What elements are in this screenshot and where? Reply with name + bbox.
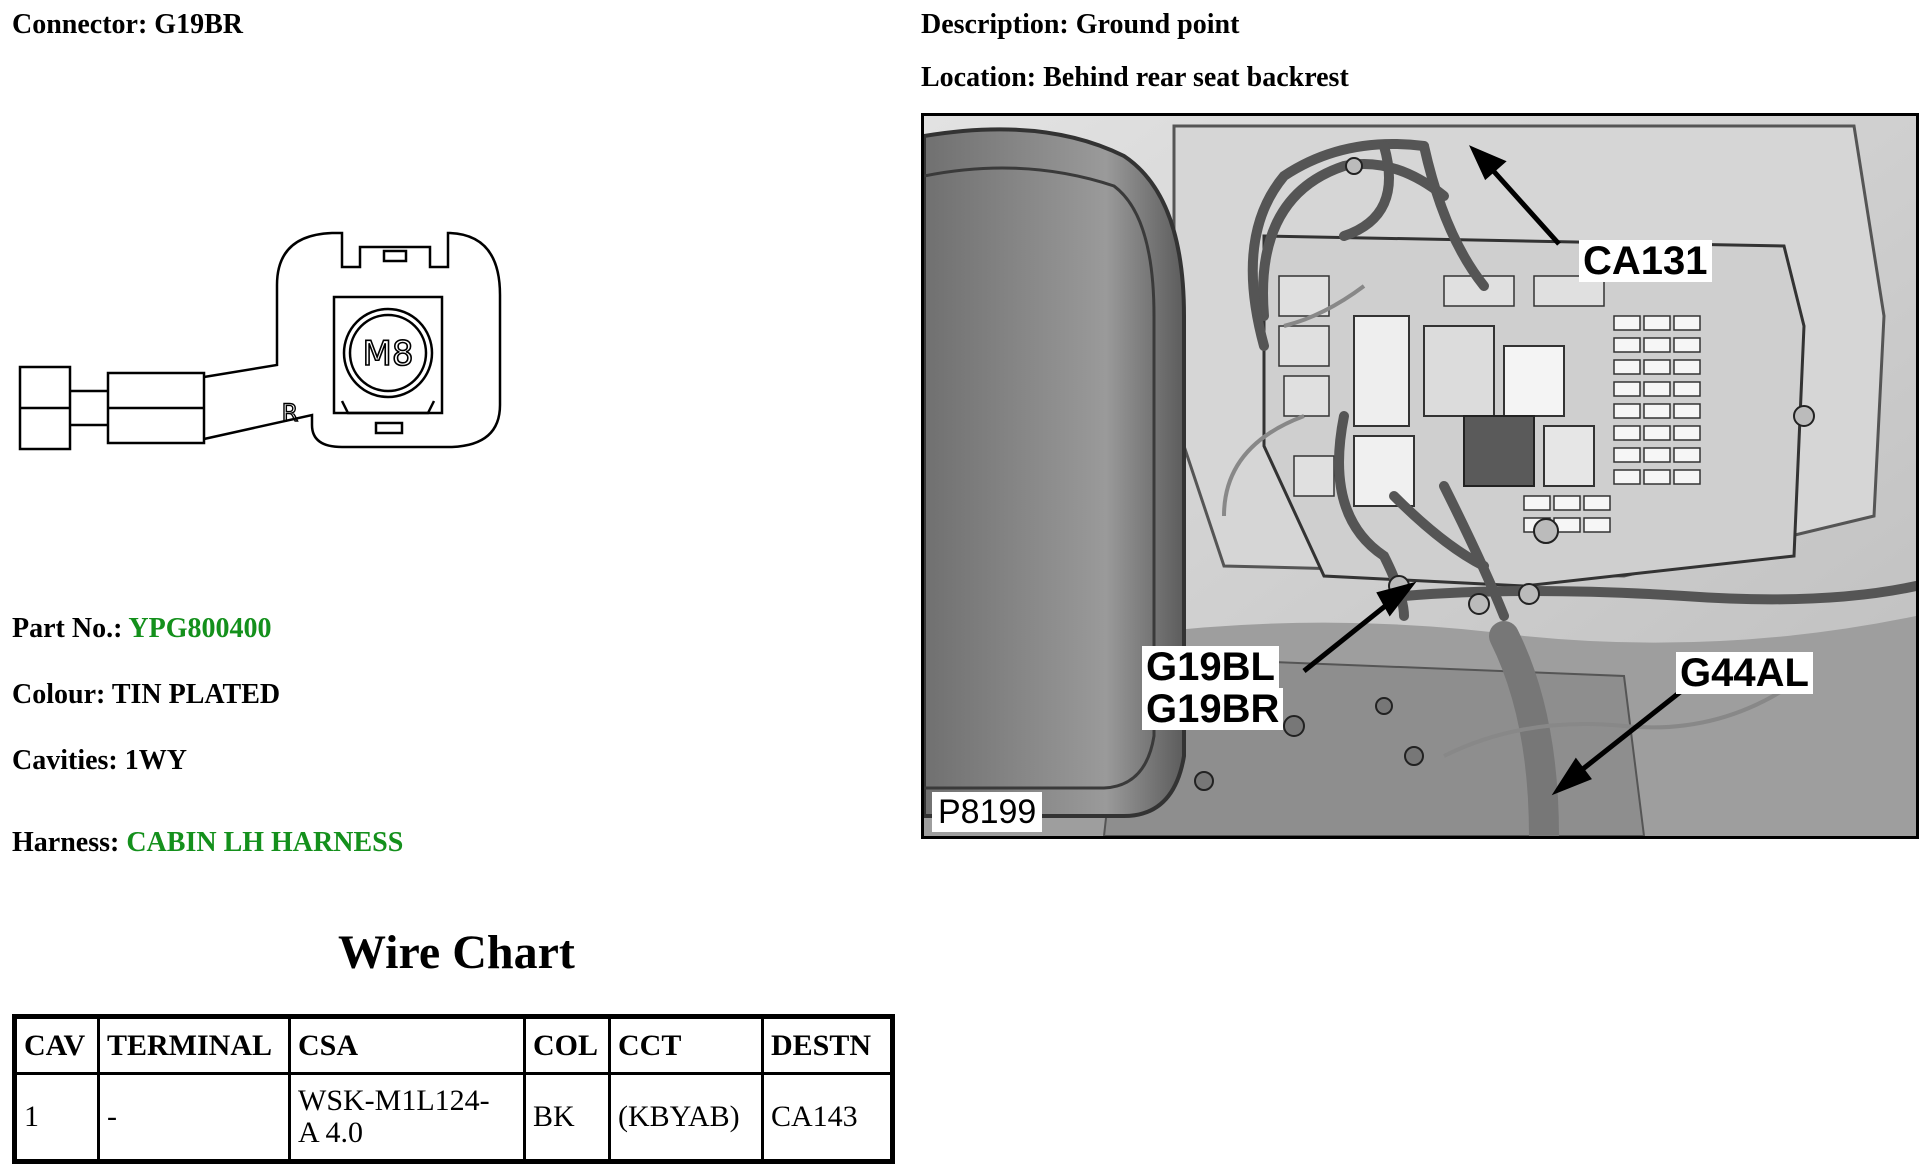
location-field: Location: Behind rear seat backrest (921, 61, 1349, 95)
colour-label: Colour: (12, 679, 106, 710)
location-photo: CA131 G19BL G19BR G44AL P8199 (921, 113, 1919, 839)
harness-label: Harness: (12, 827, 120, 858)
cell-cav: 1 (13, 1072, 100, 1163)
header-destn: DESTN (761, 1015, 894, 1075)
cavities-label: Cavities: (12, 745, 118, 776)
wire-chart-table: CAV TERMINAL CSA COL CCT DESTN 1 - WSK-M… (12, 1014, 895, 1164)
location-value: Behind rear seat backrest (1043, 62, 1349, 93)
orientation-mark: R (282, 399, 299, 427)
harness-link[interactable]: CABIN LH HARNESS (126, 827, 404, 858)
cell-csa: WSK-M1L124- A 4.0 (288, 1072, 526, 1163)
callout-g44al: G44AL (1676, 652, 1813, 694)
cell-csa-line2: A 4.0 (298, 1116, 364, 1149)
description-value: Ground point (1075, 9, 1240, 40)
wire-chart-title: Wire Chart (338, 926, 575, 979)
callout-ca131: CA131 (1579, 240, 1712, 282)
part-no-link[interactable]: YPG800400 (128, 613, 272, 644)
photo-id-label: P8199 (932, 792, 1043, 832)
table-row: 1 - WSK-M1L124- A 4.0 BK (KBYAB) CA143 (13, 1072, 894, 1163)
colour-value: TIN PLATED (111, 679, 281, 710)
table-header-row: CAV TERMINAL CSA COL CCT DESTN (13, 1015, 894, 1075)
cell-terminal: - (97, 1072, 291, 1163)
header-cct: CCT (608, 1015, 764, 1075)
part-no-label: Part No.: (12, 613, 123, 644)
header-col: COL (523, 1015, 611, 1075)
description-label: Description: (921, 9, 1069, 40)
harness-field: Harness: CABIN LH HARNESS (12, 826, 403, 860)
cell-col: BK (523, 1072, 611, 1163)
location-label: Location: (921, 62, 1037, 93)
cavities-value: 1WY (124, 745, 187, 776)
cell-csa-line1: WSK-M1L124- (298, 1084, 490, 1117)
part-no-field: Part No.: YPG800400 (12, 612, 271, 646)
cell-destn: CA143 (761, 1072, 894, 1163)
connector-drawing: M8 R (18, 231, 502, 451)
connector-label: Connector: (12, 9, 148, 40)
connector-value: G19BR (154, 9, 243, 40)
stud-size-label: M8 (363, 334, 414, 374)
connector-field: Connector: G19BR (12, 8, 243, 42)
fuse-box-illustration (924, 116, 1916, 836)
description-field: Description: Ground point (921, 8, 1239, 42)
header-csa: CSA (288, 1015, 526, 1075)
colour-field: Colour: TIN PLATED (12, 678, 280, 712)
callout-g19br: G19BR (1142, 688, 1284, 730)
cavities-field: Cavities: 1WY (12, 744, 187, 778)
callout-g19bl: G19BL (1142, 646, 1279, 688)
header-cav: CAV (13, 1015, 100, 1075)
header-terminal: TERMINAL (97, 1015, 291, 1075)
cell-cct: (KBYAB) (608, 1072, 764, 1163)
